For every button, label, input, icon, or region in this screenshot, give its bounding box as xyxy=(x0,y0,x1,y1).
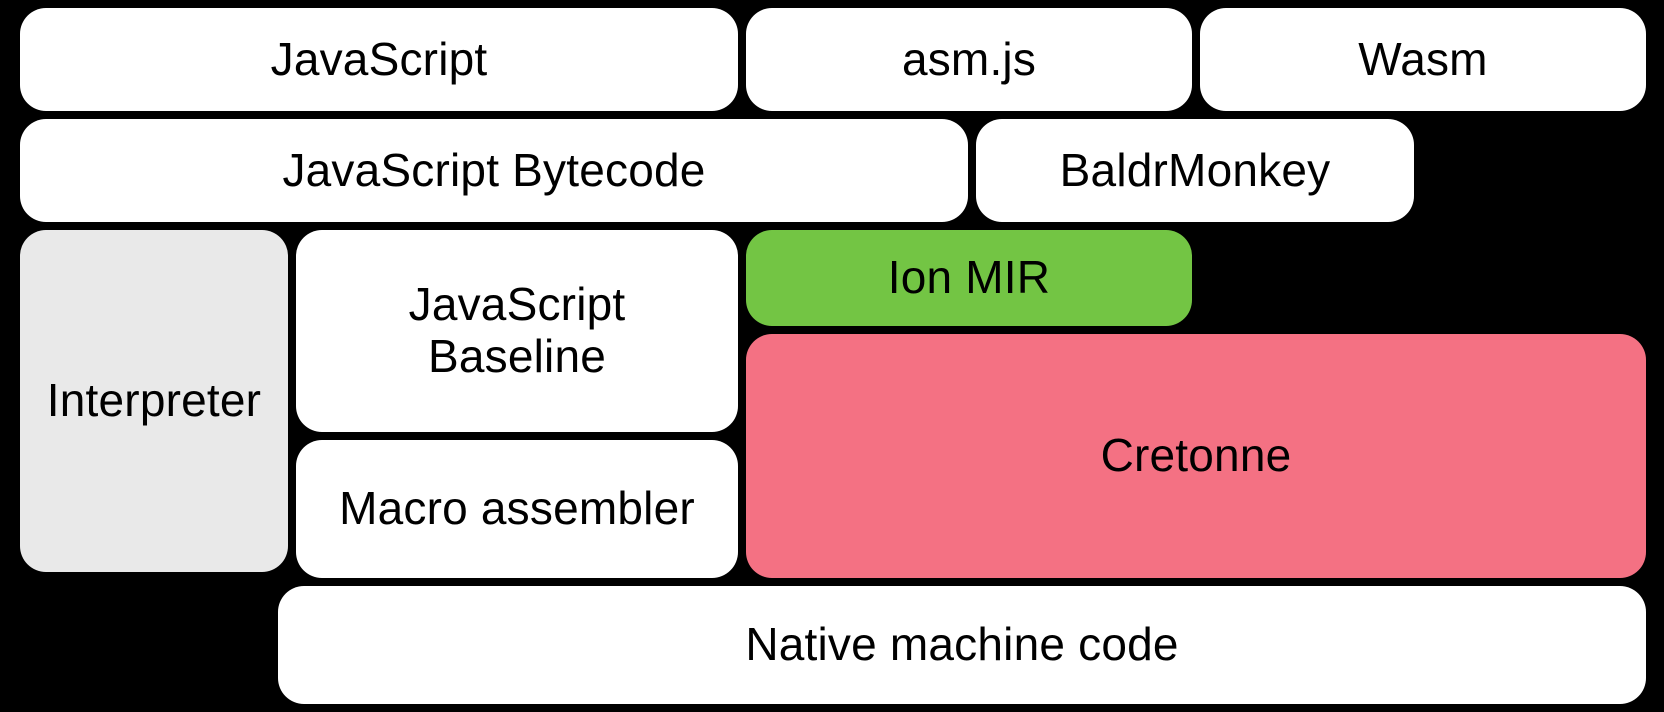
node-javascript-baseline[interactable]: JavaScript Baseline xyxy=(296,230,738,432)
node-native-machine-code[interactable]: Native machine code xyxy=(278,586,1646,704)
node-asm-js[interactable]: asm.js xyxy=(746,8,1192,111)
node-interpreter[interactable]: Interpreter xyxy=(20,230,288,572)
node-javascript-bytecode[interactable]: JavaScript Bytecode xyxy=(20,119,968,222)
node-cretonne[interactable]: Cretonne xyxy=(746,334,1646,578)
node-ion-mir[interactable]: Ion MIR xyxy=(746,230,1192,326)
node-wasm[interactable]: Wasm xyxy=(1200,8,1646,111)
node-macro-assembler[interactable]: Macro assembler xyxy=(296,440,738,578)
node-javascript[interactable]: JavaScript xyxy=(20,8,738,111)
node-baldrmonkey[interactable]: BaldrMonkey xyxy=(976,119,1414,222)
